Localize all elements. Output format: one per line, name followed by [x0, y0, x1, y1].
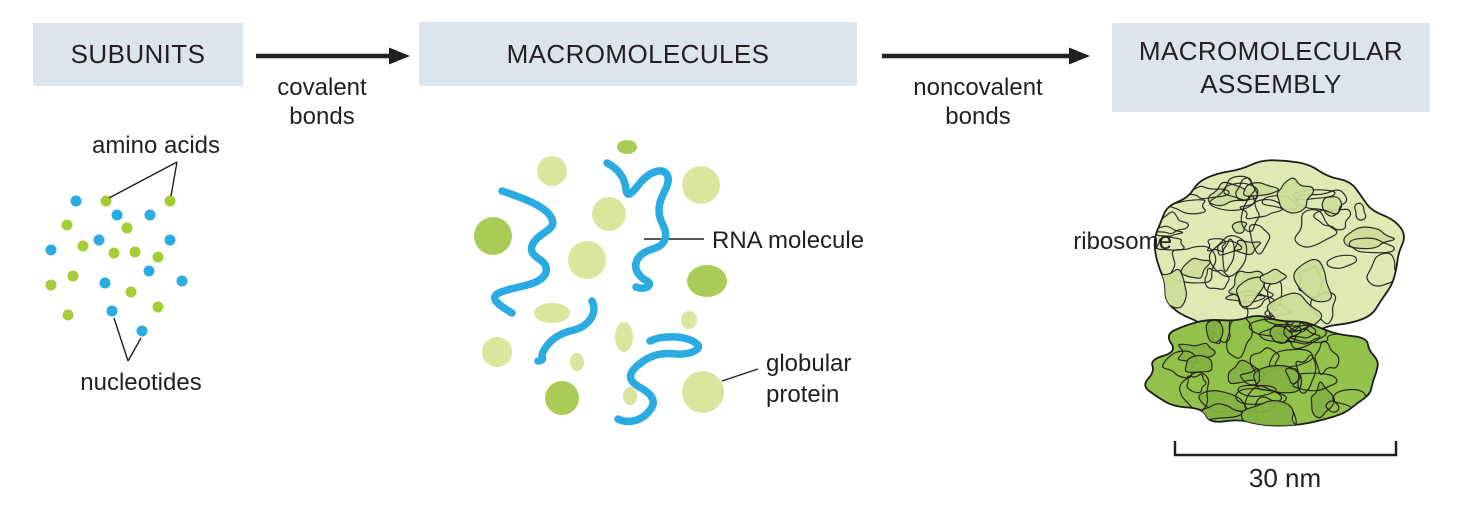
globular-protein-shape	[623, 387, 637, 405]
leader-lines	[108, 161, 759, 382]
protein-shape	[474, 217, 512, 255]
amino-acid-dot	[164, 195, 176, 207]
amino-acid-dot	[77, 240, 89, 252]
amino-acid-dot	[121, 222, 133, 234]
amino-acid-dot	[100, 195, 112, 207]
amino-acid-dot	[67, 270, 79, 282]
amino-acid-dot	[61, 219, 73, 231]
nucleotide-dot	[99, 277, 111, 289]
globular-protein-shape	[537, 156, 567, 186]
nucleotide-dot	[70, 195, 82, 207]
globular-protein-shape	[568, 241, 606, 279]
nucleotide-dot	[176, 275, 188, 287]
amino-acid-dot	[45, 279, 57, 291]
protein-shape	[617, 140, 637, 154]
nucleotide-dot	[164, 234, 176, 246]
subunits-dot-cluster	[45, 195, 188, 337]
nucleotide-dot	[93, 234, 105, 246]
globular-protein-shape	[534, 303, 570, 323]
globular-protein-shape	[482, 337, 512, 367]
globular-protein-shape	[682, 371, 724, 413]
globular-protein-shape	[681, 311, 697, 329]
rna-molecule-squiggle	[614, 333, 703, 426]
amino-acid-dot	[62, 309, 74, 321]
globular-protein-shape	[570, 353, 584, 371]
globular-protein-label: globular protein	[766, 350, 852, 409]
scale-bar	[1173, 441, 1398, 457]
stage-arrows	[256, 47, 1090, 65]
globular-protein-shape	[592, 197, 626, 231]
protein-shape	[687, 265, 727, 297]
amino-acid-dot	[152, 251, 164, 263]
stage-box-subunits-title: SUBUNITS	[70, 39, 206, 70]
macromolecules-illustration	[474, 140, 727, 415]
stage-box-macromolecular-assembly: MACROMOLECULAR ASSEMBLY	[1112, 23, 1430, 112]
amino-acids-label: amino acids	[91, 132, 221, 159]
scale-bar-label: 30 nm	[1248, 463, 1322, 493]
nucleotides-label: nucleotides	[80, 369, 202, 396]
rna-molecules	[491, 159, 703, 426]
stage-box-macromolecules: MACROMOLECULES	[419, 22, 857, 86]
nucleotide-dot	[144, 209, 156, 221]
rna-molecule-squiggle	[491, 187, 557, 317]
nucleotide-dot	[45, 244, 57, 256]
rna-molecule-squiggle	[534, 297, 598, 365]
globular-protein-shape	[615, 322, 633, 352]
nucleotide-dot	[111, 209, 123, 221]
covalent-bonds-arrow-label: covalent bonds	[277, 74, 367, 130]
stage-box-macromolecules-title: MACROMOLECULES	[506, 38, 770, 69]
amino-acid-dot	[125, 286, 137, 298]
rna-molecule-label: RNA molecule	[712, 227, 865, 254]
amino-acid-dot	[108, 247, 120, 259]
ribosome-large-subunit	[1153, 159, 1405, 343]
amino-acid-dot	[152, 301, 164, 313]
amino-acid-dot	[129, 246, 141, 258]
ribosome-small-subunit	[1144, 315, 1379, 427]
nucleotide-dot	[136, 325, 148, 337]
ribosome-label: ribosome	[1073, 228, 1172, 255]
nucleotide-dot	[106, 305, 118, 317]
stage-box-subunits: SUBUNITS	[33, 23, 243, 86]
stage-box-macromolecular-assembly-title: MACROMOLECULAR ASSEMBLY	[1138, 35, 1404, 99]
noncovalent-bonds-arrow-label: noncovalent bonds	[913, 74, 1043, 130]
protein-shape	[545, 381, 579, 415]
globular-protein-shape	[682, 166, 720, 204]
nucleotide-dot	[143, 265, 155, 277]
rna-molecule-squiggle	[603, 159, 672, 292]
